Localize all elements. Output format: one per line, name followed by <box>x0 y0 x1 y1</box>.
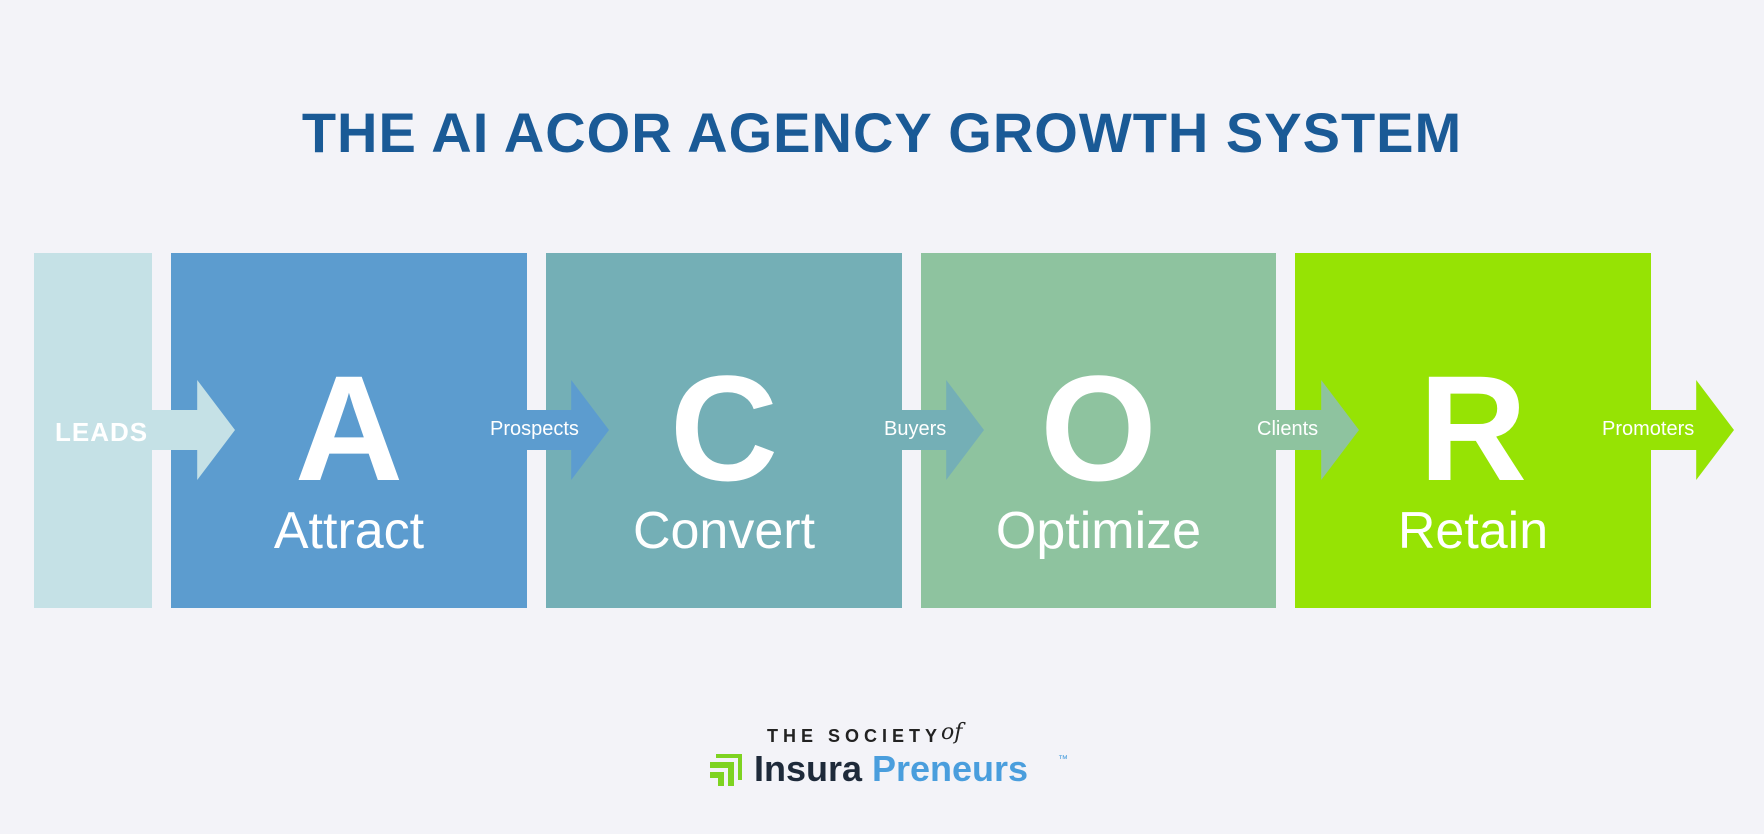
logo-mark-icon <box>710 754 742 786</box>
society-logo: THE SOCIETY of Insura Preneurs ™ <box>704 720 1094 792</box>
leads-label: LEADS <box>55 417 149 447</box>
transition-label-promoters: Promoters <box>1602 418 1695 440</box>
stage-word: Attract <box>273 502 425 560</box>
logo-name-part1: Insura <box>754 748 863 789</box>
stage-word: Optimize <box>995 502 1202 560</box>
transition-label-buyers: Buyers <box>884 418 947 440</box>
logo-trademark: ™ <box>1058 754 1068 765</box>
stage-letter: O <box>1040 344 1157 512</box>
stage-word: Convert <box>632 502 816 560</box>
page-title: THE AI ACOR AGENCY GROWTH SYSTEM <box>301 101 1463 164</box>
logo-top-text: THE SOCIETY <box>767 726 943 746</box>
stage-attract: A Attract <box>171 253 527 608</box>
transition-label-clients: Clients <box>1257 418 1319 440</box>
transition-label-prospects: Prospects <box>490 418 579 440</box>
logo-name-part2: Preneurs <box>872 748 1029 789</box>
stage-word: Retain <box>1397 502 1549 560</box>
stage-letter: R <box>1418 344 1528 512</box>
leads-block <box>34 253 152 608</box>
stage-letter: A <box>294 344 404 512</box>
stage-letter: C <box>669 344 779 512</box>
logo-of-text: of <box>941 720 963 745</box>
